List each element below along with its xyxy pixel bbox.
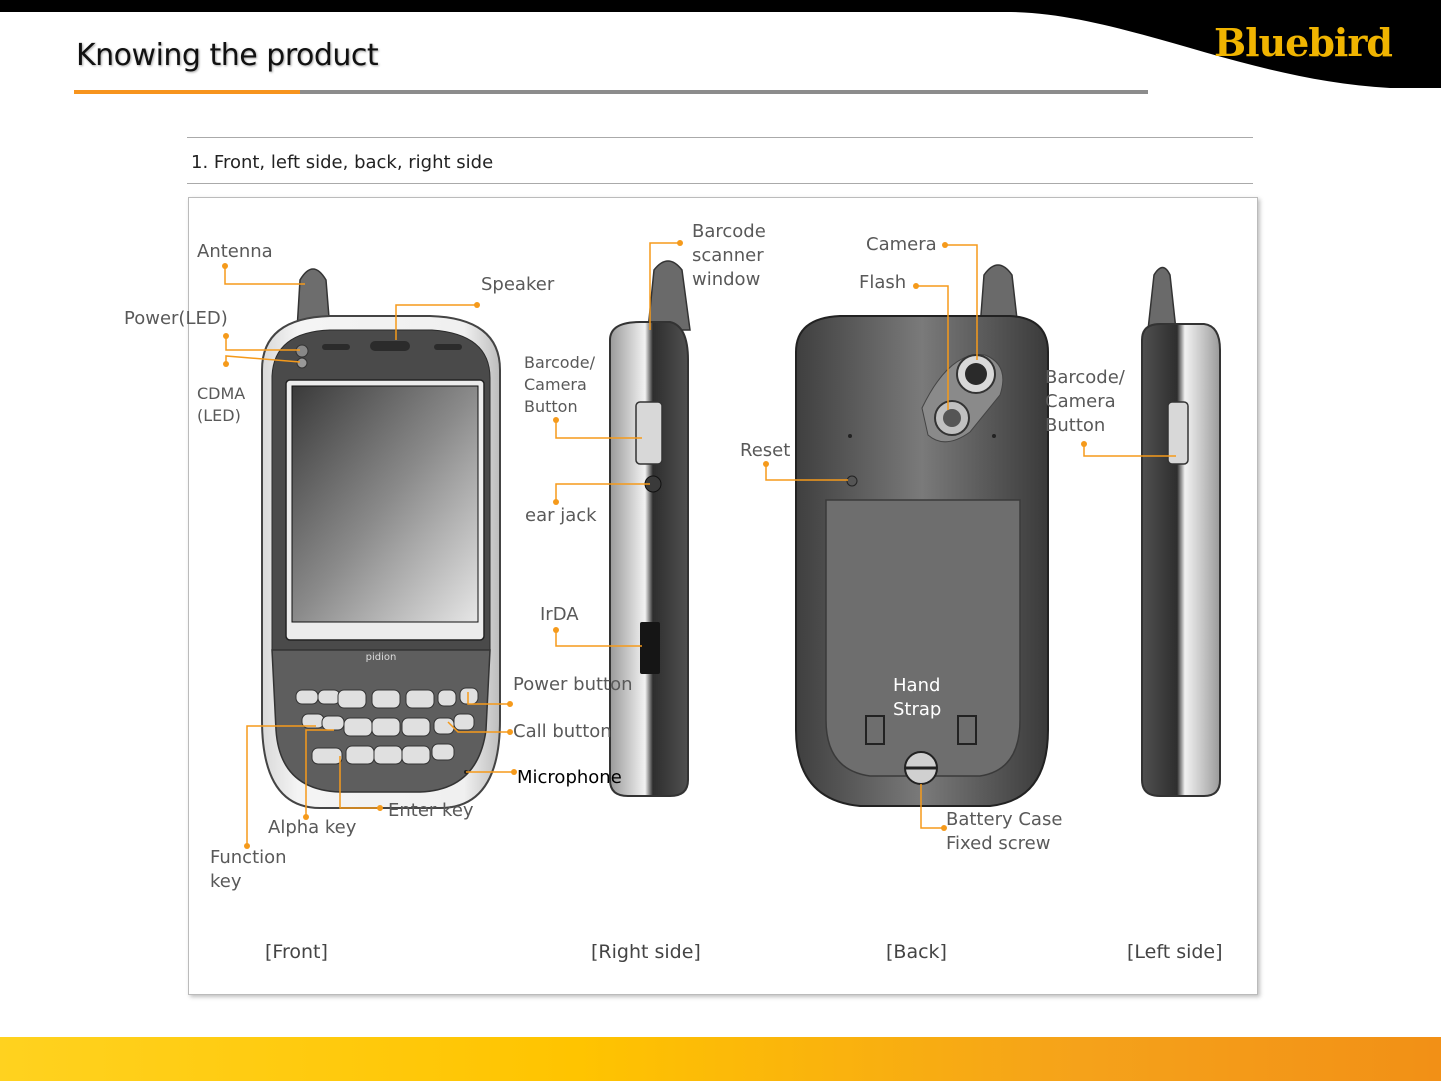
caption-back: [Back] xyxy=(886,941,947,963)
label-alpha-key: Alpha key xyxy=(268,817,357,838)
label-reset: Reset xyxy=(740,440,791,461)
caption-front: [Front] xyxy=(265,941,328,963)
left-side-device xyxy=(1141,266,1221,797)
header-bar xyxy=(0,0,1441,88)
bluebird-logo: Bluebird xyxy=(1214,20,1393,65)
leader-dots xyxy=(222,240,1087,849)
label-barcode-camera-button-left: Barcode/ Camera Button xyxy=(1045,367,1125,436)
title-underline-accent xyxy=(74,90,300,94)
label-antenna: Antenna xyxy=(197,241,273,262)
label-flash: Flash xyxy=(859,272,907,293)
title-underline xyxy=(300,90,1148,94)
label-hand-strap: Hand Strap xyxy=(893,675,942,720)
label-speaker: Speaker xyxy=(481,274,555,295)
page-title: Knowing the product xyxy=(76,38,379,73)
footer-bar xyxy=(0,1037,1441,1081)
label-call-button: Call button xyxy=(513,721,612,742)
label-ear-jack: ear jack xyxy=(525,505,597,526)
label-power-led: Power(LED) xyxy=(124,308,228,329)
section-heading: 1. Front, left side, back, right side xyxy=(191,152,494,173)
label-function-key: Function key xyxy=(210,847,287,892)
label-power-button: Power button xyxy=(513,674,633,695)
label-enter-key: Enter key xyxy=(388,800,474,821)
section-rule-bottom xyxy=(187,183,1253,184)
leader-lines xyxy=(224,242,1176,846)
device-brand-label: pidion xyxy=(366,652,397,663)
right-side-device xyxy=(609,260,691,797)
back-device xyxy=(795,264,1049,807)
figure-frame xyxy=(188,197,1258,995)
label-barcode-camera-button-right: Barcode/ Camera Button xyxy=(524,353,595,416)
label-cdma-led: CDMA (LED) xyxy=(197,384,246,425)
label-camera: Camera xyxy=(866,234,937,255)
caption-right-side: [Right side] xyxy=(591,941,701,963)
caption-left-side: [Left side] xyxy=(1127,941,1223,963)
section-rule-top xyxy=(187,137,1253,138)
label-microphone: Microphone xyxy=(517,767,622,788)
front-device: pidion xyxy=(261,268,501,809)
label-barcode-scanner-window: Barcode scanner window xyxy=(692,221,766,290)
label-irda: IrDA xyxy=(540,604,579,625)
label-battery-case-screw: Battery Case Fixed screw xyxy=(946,809,1063,854)
